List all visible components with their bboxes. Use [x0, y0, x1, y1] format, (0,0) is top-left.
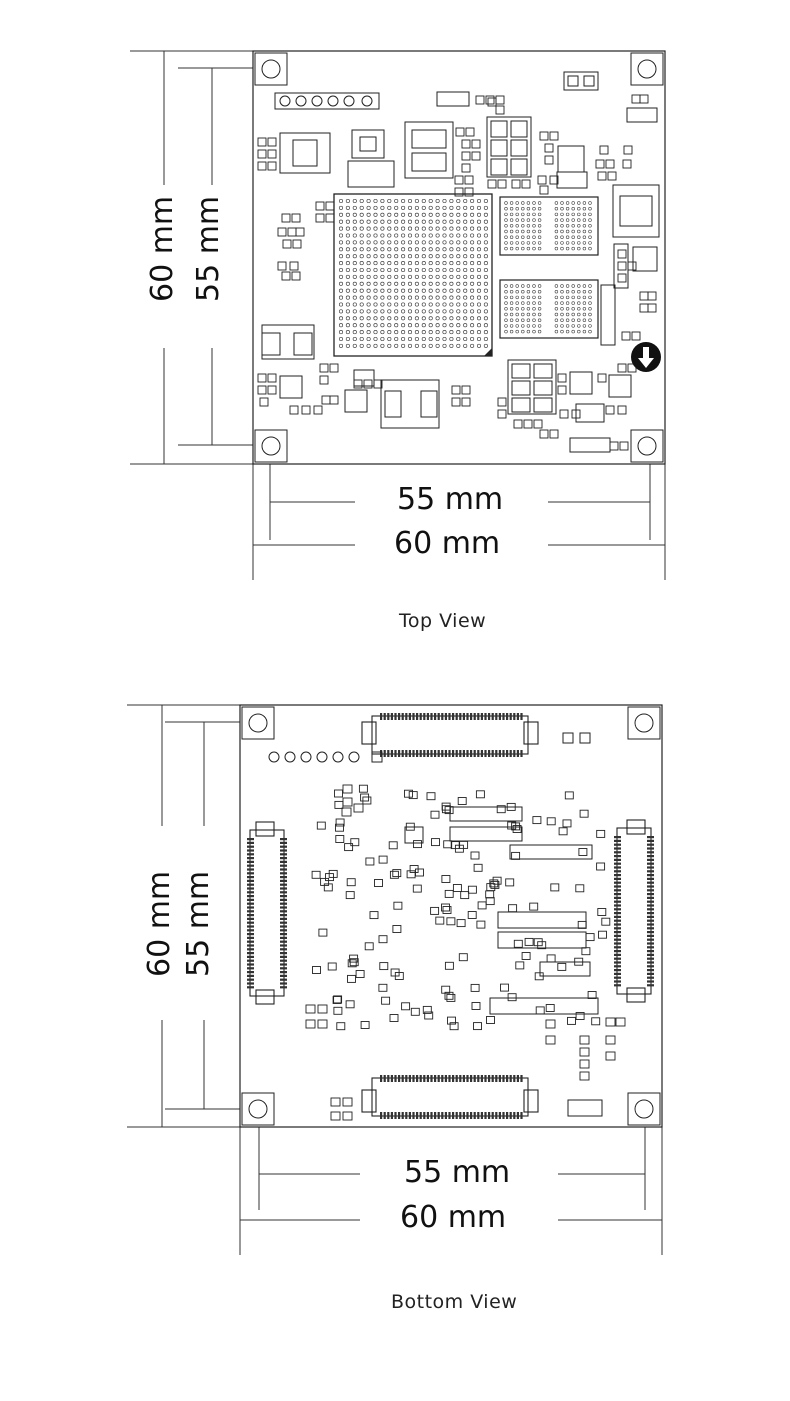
top-width-inner-label: 55 mm	[393, 485, 508, 515]
bottom-width-outer-label: 60 mm	[396, 1203, 511, 1233]
ic-qfn-5	[344, 389, 368, 413]
jumper-2	[436, 91, 470, 107]
ddr-memory-chip-1	[499, 196, 599, 256]
jumper-bottom-b	[567, 1099, 603, 1117]
fpga-bga-balls	[338, 198, 488, 348]
top-view-caption: Top View	[399, 610, 487, 632]
resistor-row-6	[539, 961, 591, 977]
mounting-hole-bl	[254, 429, 288, 463]
ddr-memory-chip-2	[499, 279, 599, 339]
resistor-pack-2	[556, 171, 588, 189]
bottom-width-inner-label: 55 mm	[400, 1158, 515, 1188]
mounting-hole-tl	[254, 52, 288, 86]
crystal-oscillator	[404, 121, 454, 179]
resistor-pack-1	[347, 160, 395, 188]
resistor-array	[600, 284, 616, 346]
ic-qfn-6	[569, 371, 593, 395]
bottom-board-outline	[239, 704, 663, 1128]
bottom-height-outer-label: 60 mm	[142, 870, 177, 977]
top-width-outer-label: 60 mm	[390, 529, 505, 559]
top-height-outer-label: 60 mm	[145, 195, 180, 302]
bottom-height-inner-label: 55 mm	[181, 870, 216, 977]
crystal-2	[612, 184, 660, 238]
ic-qfn-4	[279, 375, 303, 399]
inductor	[279, 132, 331, 174]
test-points	[268, 732, 603, 1117]
mounting-hole-bl-b	[241, 1092, 275, 1126]
jumper-top	[563, 71, 599, 91]
connector-right	[616, 827, 652, 995]
mounting-hole-br-b	[627, 1092, 661, 1126]
connector-pins	[247, 713, 654, 1119]
resistor-row-3	[509, 844, 593, 860]
top-height-inner-label: 55 mm	[191, 195, 226, 302]
small-smd-components	[257, 94, 657, 451]
resistor-pack-3	[575, 403, 605, 423]
jumper-3	[626, 107, 658, 123]
mounting-hole-br	[630, 429, 664, 463]
ic-qfn-7	[608, 374, 632, 398]
top-view-drawing	[130, 50, 666, 580]
small-smd-components-bottom	[305, 784, 626, 1121]
resistor-row-4	[497, 911, 587, 929]
crystal-3	[380, 379, 440, 429]
mounting-hole-tl-b	[241, 706, 275, 740]
orientation-arrow-icon	[631, 342, 661, 372]
connector-left	[249, 829, 285, 997]
power-module-1	[486, 116, 532, 178]
ic-qfn-3	[632, 246, 658, 272]
resistor-row-2	[449, 826, 523, 842]
power-module-2	[507, 359, 557, 415]
bottom-view-drawing	[127, 704, 663, 1255]
ic-qfn-1	[351, 129, 385, 159]
mounting-hole-tr	[630, 52, 664, 86]
mounting-hole-tr-b	[627, 706, 661, 740]
fpga-bga-package	[333, 193, 493, 357]
bottom-view-caption: Bottom View	[391, 1291, 518, 1313]
pin-header-top	[274, 92, 380, 110]
